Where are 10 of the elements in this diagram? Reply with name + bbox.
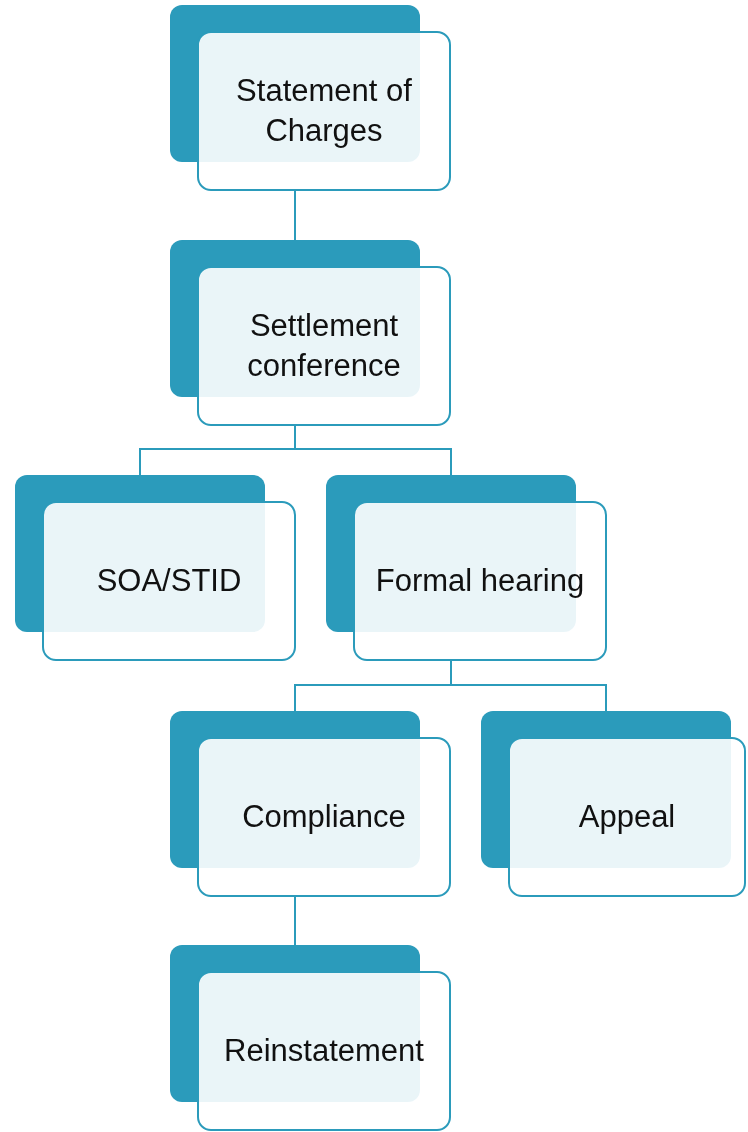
node-text: Formal hearing [375, 561, 585, 600]
connector-line [294, 896, 296, 946]
node-text: Compliance [242, 797, 406, 836]
connector-line [450, 660, 607, 712]
connector-line [294, 190, 296, 241]
node-text: Settlement conference [246, 306, 402, 385]
node-text: SOA/STID [96, 561, 242, 600]
node-text: Statement of Charges [235, 71, 413, 150]
node-text: Appeal [578, 797, 676, 836]
node-text: Reinstatement [224, 1031, 424, 1070]
